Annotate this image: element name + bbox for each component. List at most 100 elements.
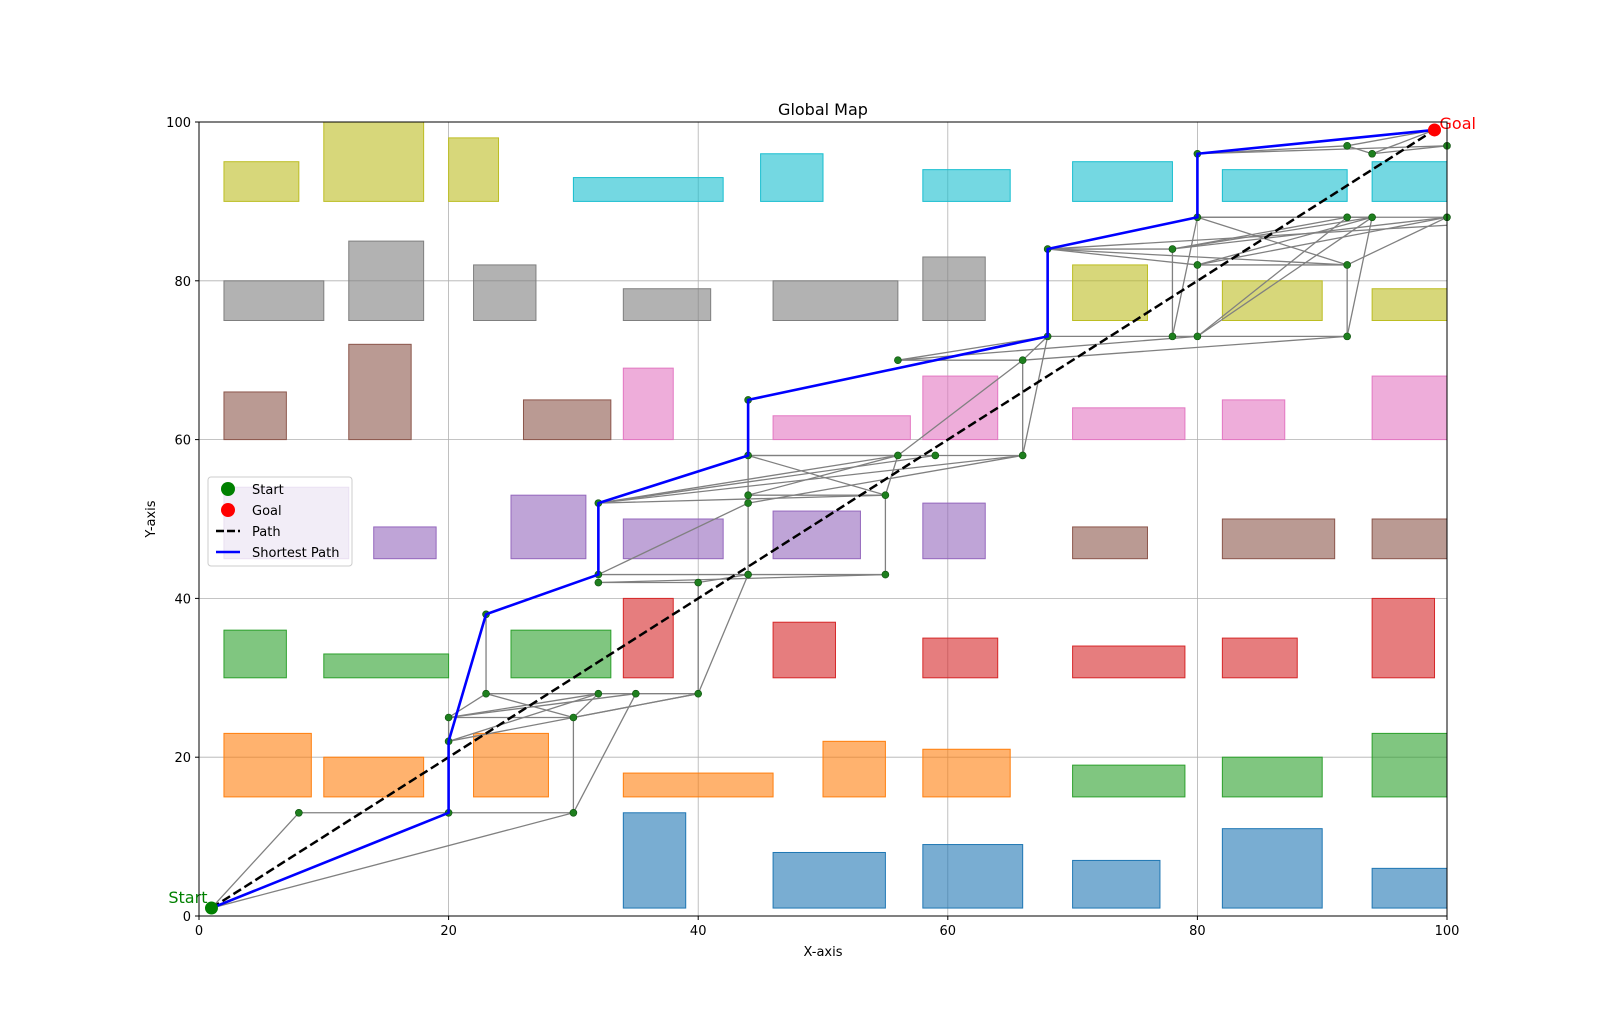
obstacle-blue <box>1221 828 1323 909</box>
obstacle-green <box>1072 764 1186 798</box>
roadmap-node <box>1168 245 1177 253</box>
obstacle-red <box>1371 597 1436 679</box>
obstacle-orange <box>473 732 549 798</box>
roadmap-node <box>569 713 578 722</box>
obstacle-purple <box>922 502 986 560</box>
obstacle-purple <box>772 510 861 560</box>
y-tick-label: 0 <box>183 910 191 925</box>
obstacle-green <box>510 629 612 679</box>
obstacle-orange <box>223 732 312 798</box>
x-tick-label: 100 <box>1435 924 1460 939</box>
legend-label: Shortest Path <box>252 546 339 561</box>
obstacle-brown <box>223 391 287 441</box>
roadmap-edge <box>1346 145 1373 155</box>
obstacle-green <box>323 653 450 679</box>
roadmap-node <box>1368 213 1376 222</box>
obstacle-orange <box>922 748 1011 798</box>
obstacle-pink <box>1221 399 1286 441</box>
y-tick-label: 40 <box>174 592 191 607</box>
x-tick-label: 80 <box>1189 924 1206 939</box>
roadmap-edge <box>1022 335 1348 361</box>
roadmap-node <box>881 570 890 579</box>
obstacle-orange <box>622 772 774 798</box>
roadmap-node <box>744 491 752 499</box>
obstacle-red <box>922 637 999 679</box>
obstacle-red <box>1072 645 1186 679</box>
roadmap-node <box>594 578 603 587</box>
roadmap-edge <box>572 693 637 814</box>
roadmap-edge <box>698 573 749 584</box>
obstacle-cyan <box>1371 161 1448 202</box>
roadmap-edge <box>448 693 599 719</box>
roadmap-node <box>1193 261 1202 269</box>
plot-frame <box>198 121 1448 917</box>
y-tick-label: 100 <box>166 116 191 131</box>
roadmap-node <box>694 689 703 698</box>
shortest-path-line <box>210 128 1435 910</box>
roadmap-edge <box>1346 216 1448 266</box>
obstacle-olive <box>1221 280 1323 321</box>
roadmap-edge <box>1197 216 1348 266</box>
roadmap-node <box>1343 142 1351 150</box>
obstacle-blue <box>622 812 687 909</box>
legend-label: Start <box>252 483 284 498</box>
obstacle-purple <box>373 526 437 560</box>
obstacle-green <box>1221 756 1323 798</box>
obstacle-pink <box>1072 407 1186 441</box>
roadmap-edge <box>1172 216 1373 250</box>
roadmap-edge <box>1346 217 1373 337</box>
legend-marker <box>221 482 235 496</box>
roadmap-node <box>1343 332 1351 341</box>
roadmap-node <box>1193 332 1202 341</box>
roadmap-node <box>694 578 703 587</box>
obstacle-blue <box>1072 859 1161 909</box>
obstacle-green <box>1371 732 1448 798</box>
roadmap-edge <box>448 693 636 719</box>
roadmap-node <box>881 491 890 499</box>
obstacle-red <box>622 597 674 679</box>
roadmap-node <box>894 451 902 460</box>
obstacle-pink <box>922 375 999 441</box>
obstacle-blue <box>1371 867 1448 909</box>
obstacle-cyan <box>760 153 824 202</box>
roadmap-node <box>744 499 752 507</box>
chart-title: Global Map <box>778 100 868 119</box>
obstacle-olive <box>1371 288 1448 321</box>
obstacle-brown <box>1221 518 1336 560</box>
roadmap-node <box>1368 149 1376 158</box>
roadmap-edge <box>1197 216 1448 266</box>
roadmap-node <box>1018 356 1027 365</box>
obstacle-blue <box>922 844 1024 909</box>
roadmap-node <box>1343 213 1351 222</box>
y-tick-label: 80 <box>174 275 191 290</box>
legend-label: Goal <box>252 504 282 519</box>
obstacle-pink <box>1371 375 1448 441</box>
roadmap-edge <box>747 454 899 496</box>
roadmap-node <box>444 713 453 722</box>
roadmap-edge <box>1022 335 1049 361</box>
obstacle-olive <box>323 121 425 202</box>
legend-label: Path <box>252 525 281 540</box>
x-tick-label: 0 <box>195 924 203 939</box>
goal-marker <box>1428 123 1442 137</box>
y-tick-label: 60 <box>174 434 191 449</box>
obstacle-olive <box>448 137 500 202</box>
obstacle-cyan <box>1072 161 1173 202</box>
obstacle-brown <box>348 343 412 441</box>
roadmap-edge <box>1371 129 1435 155</box>
obstacle-gray <box>922 256 986 322</box>
roadmap-edge <box>1197 145 1448 155</box>
obstacle-brown <box>522 399 612 441</box>
roadmap-node <box>1018 451 1027 460</box>
roadmap-edge <box>1196 216 1348 337</box>
roadmap-node <box>931 451 940 460</box>
obstacle-cyan <box>572 177 724 202</box>
roadmap-edge <box>211 812 300 909</box>
roadmap-node <box>482 689 490 698</box>
obstacles <box>223 121 1448 909</box>
roadmap-edge <box>598 454 936 504</box>
roadmap-edge <box>573 693 699 719</box>
obstacle-red <box>772 621 836 679</box>
